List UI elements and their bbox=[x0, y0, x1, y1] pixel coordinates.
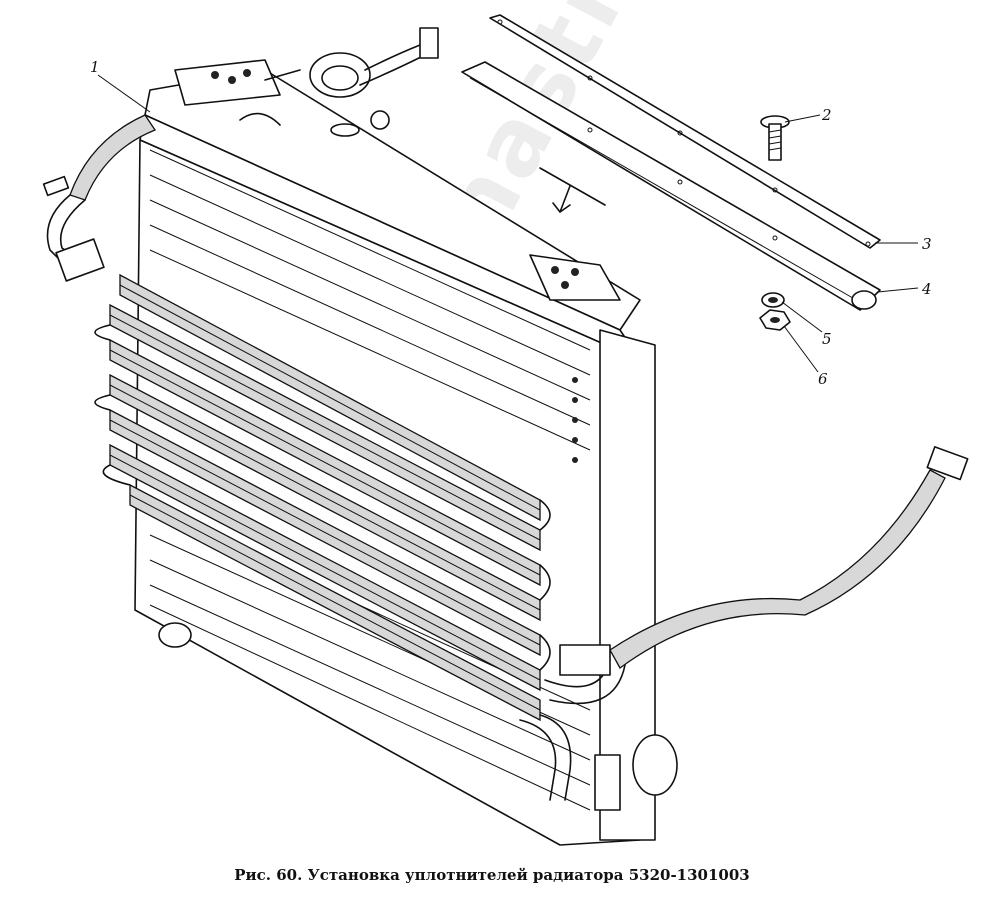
oil-cooler-coils bbox=[94, 273, 572, 801]
callout-3: 3 bbox=[922, 235, 932, 253]
direction-arrow bbox=[539, 167, 606, 213]
callout-1: 1 bbox=[90, 58, 100, 76]
left-hose bbox=[42, 114, 156, 282]
seal-strip-4 bbox=[461, 61, 881, 311]
radiator-top-tank bbox=[139, 27, 641, 361]
callout-4: 4 bbox=[921, 280, 932, 298]
callout-2: 2 bbox=[821, 106, 832, 124]
seal-strip-3 bbox=[489, 14, 881, 249]
callout-5: 5 bbox=[822, 330, 832, 348]
nut-6 bbox=[759, 309, 791, 331]
figure-caption: Рис. 60. Установка уплотнителей радиатор… bbox=[234, 866, 750, 884]
callout-leaders bbox=[97, 74, 919, 373]
callout-6: 6 bbox=[818, 370, 828, 388]
right-hose bbox=[544, 446, 969, 705]
bolt-2 bbox=[760, 115, 790, 161]
washer-5 bbox=[761, 292, 785, 308]
